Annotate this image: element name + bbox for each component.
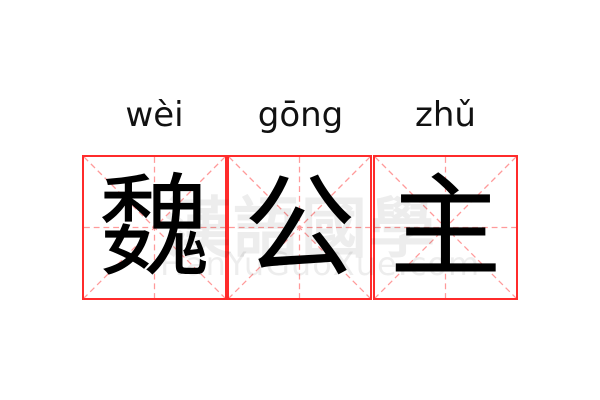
character-grid: 魏 公 主 (82, 155, 518, 300)
grid-cell-zhu: 主 (373, 155, 518, 300)
hanzi-zhu: 主 (389, 162, 502, 293)
pinyin-zhu: zhǔ (415, 95, 476, 135)
tianzi-guides (229, 157, 370, 298)
tianzi-guides (84, 157, 225, 298)
grid-cell-wei: 魏 (82, 155, 227, 300)
pinyin-wei: wèi (125, 95, 184, 135)
hanzi-gong: 公 (243, 162, 356, 293)
hanzi-wei: 魏 (98, 162, 211, 293)
pinyin-gong: gōng (257, 95, 344, 135)
grid-cell-gong: 公 (227, 155, 372, 300)
tianzi-guides (375, 157, 516, 298)
